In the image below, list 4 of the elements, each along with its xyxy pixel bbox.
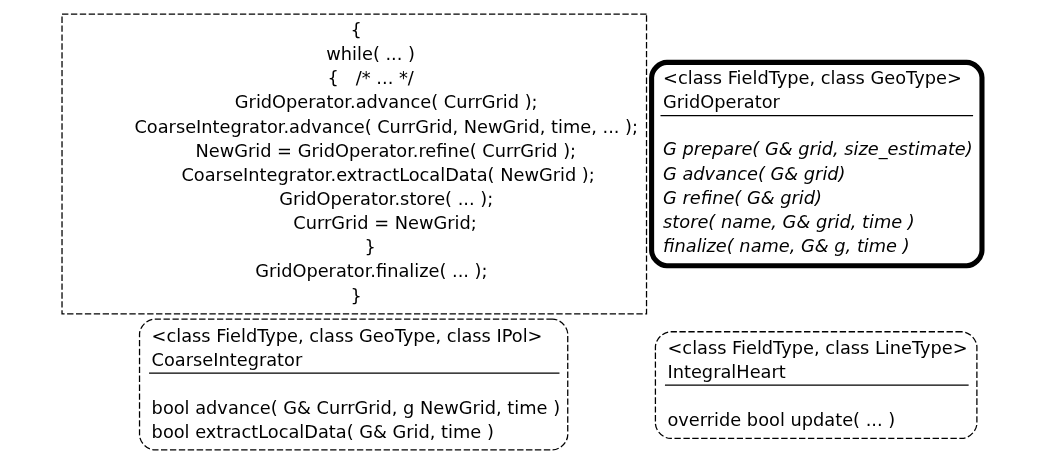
node-box: <class FieldType, class LineType> IntegralHeart override bool update( ... ) xyxy=(654,330,978,439)
node-box: { while( ... ) { /* ... */ GridOperator.advance( CurrGrid ); CoarseIntegrator.advance( CurrGrid, NewGrid, time, ... ); NewGrid = GridOperator.refine( CurrGrid ); CoarseIntegrator.extractLocalData( NewGrid ); GridOperator.store( ... ); CurrGrid = NewGrid; } GridOperator.finalize( ... ); } xyxy=(60,12,647,315)
node-box: <class FieldType, class GeoType> GridOperator G prepare( G& grid, size_estimate) G advance( G& grid) G refine( G& grid) store( name, G& grid, time ) finalize( name, G& g, time ) xyxy=(648,59,984,268)
node-box: <class FieldType, class GeoType, class IPol> CoarseIntegrator bool advance( G& CurrGrid, g NewGrid, time ) bool extractLocalData( G& Grid, time ) xyxy=(138,317,568,451)
